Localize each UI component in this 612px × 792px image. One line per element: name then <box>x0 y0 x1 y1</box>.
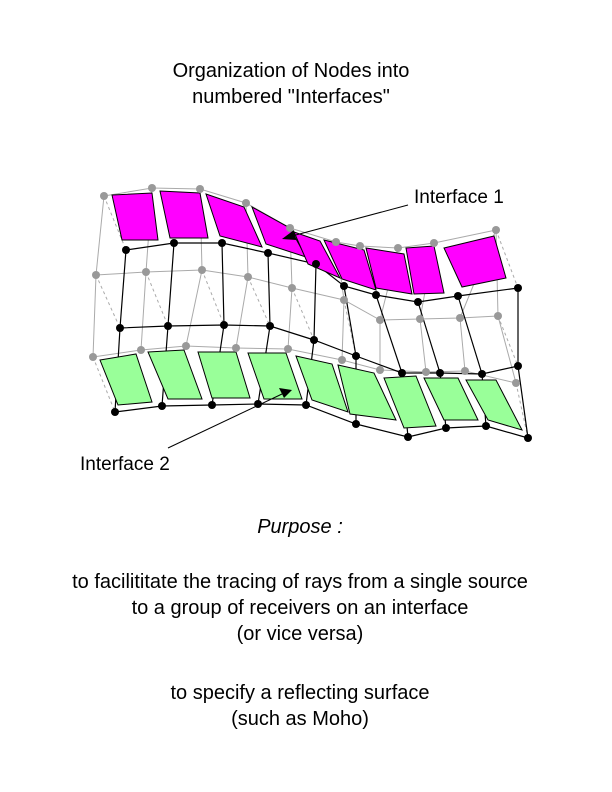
purpose-item-1-line-2: to a group of receivers on an interface <box>131 597 469 619</box>
interface-1-arrow <box>282 204 409 240</box>
purpose-item-1-line-1: to facilititate the tracing of rays from… <box>72 571 528 593</box>
interface-2-label: Interface 2 <box>80 454 170 475</box>
secondary-nodes <box>89 184 520 387</box>
interface-1-label: Interface 1 <box>414 187 504 208</box>
title-line-1: Organization of Nodes into <box>172 60 410 82</box>
purpose-heading: Purpose : <box>257 516 343 538</box>
purpose-item-2-line-1: to specify a reflecting surface <box>170 682 430 704</box>
purpose-item-2-line-2: (such as Moho) <box>231 708 369 730</box>
interface-1-patches <box>111 190 507 295</box>
interface-2-patches <box>99 349 523 431</box>
purpose-item-1-line-3: (or vice versa) <box>236 623 364 645</box>
primary-nodes <box>111 239 532 442</box>
interface-2-arrow <box>167 388 292 449</box>
title-line-2: numbered "Interfaces" <box>192 86 390 108</box>
